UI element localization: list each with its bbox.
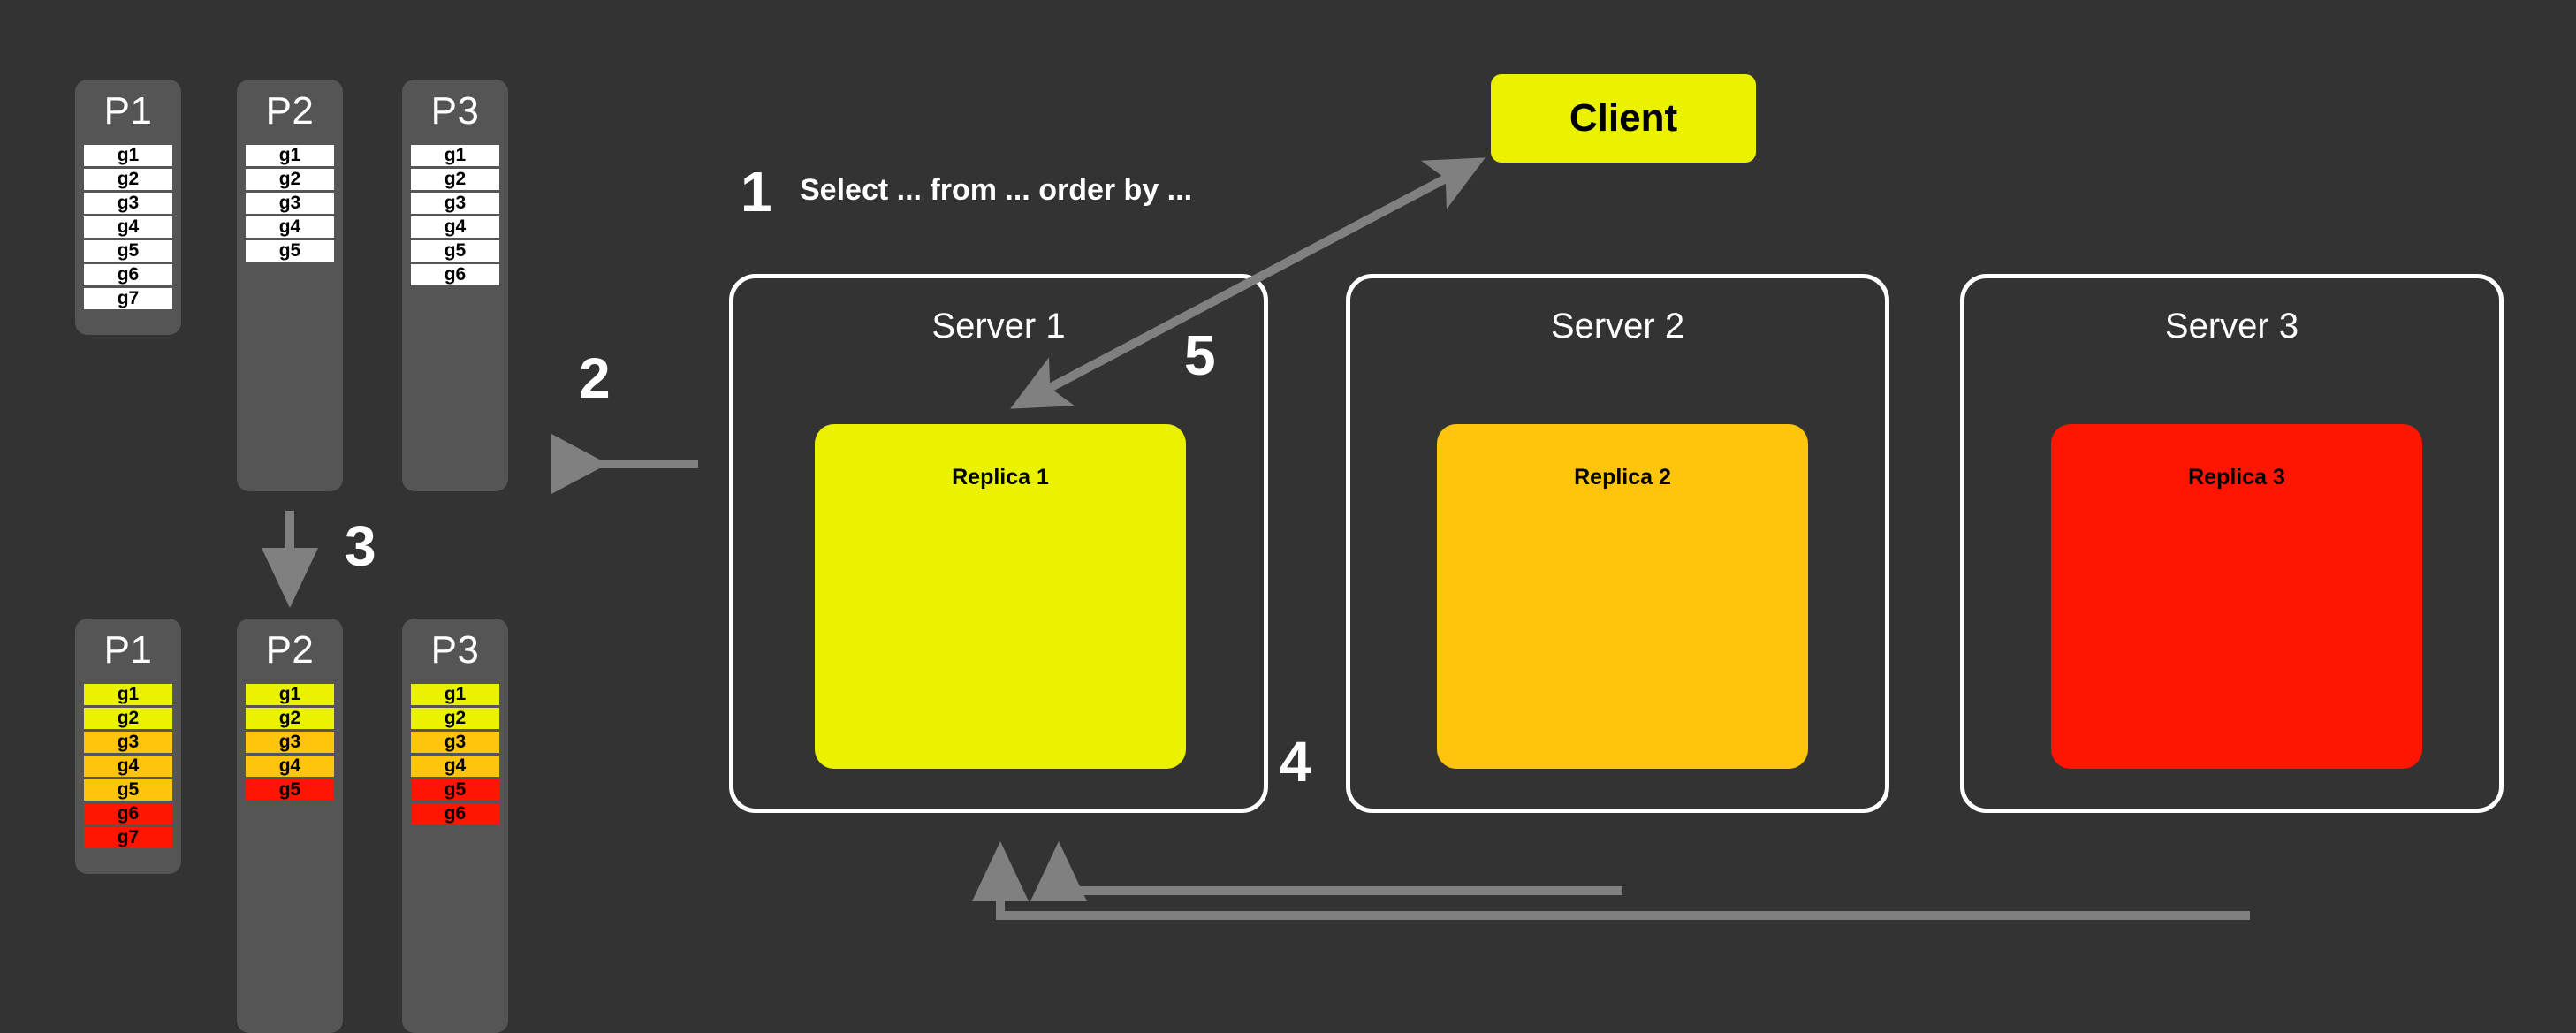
partition-title: P1	[103, 628, 153, 672]
group-cell: g3	[411, 193, 499, 214]
step-number-1: 1	[741, 160, 772, 224]
group-cell: g3	[246, 193, 334, 214]
replica-2-box[interactable]: Replica 2	[1437, 424, 1808, 769]
group-cell: g5	[84, 779, 172, 801]
group-cell: g1	[411, 145, 499, 166]
step-number-4: 4	[1280, 730, 1311, 794]
step-number-3: 3	[345, 514, 376, 578]
group-cell: g5	[84, 240, 172, 262]
group-cell: g6	[84, 264, 172, 285]
group-cell: g2	[246, 708, 334, 729]
server-title: Server 2	[1550, 307, 1685, 346]
group-cell: g6	[411, 803, 499, 824]
group-cell: g4	[246, 216, 334, 238]
query-caption: Select ... from ... order by ...	[800, 173, 1193, 207]
step-number-2: 2	[579, 346, 611, 410]
partition-title: P1	[103, 89, 153, 133]
server-3-box[interactable]: Server 3 Replica 3	[1960, 274, 2504, 813]
group-cell: g2	[411, 169, 499, 190]
partition-column-p1-top: P1 g1 g2 g3 g4 g5 g6 g7	[75, 80, 181, 335]
partition-column-p1-bottom: P1 g1 g2 g3 g4 g5 g6 g7	[75, 619, 181, 874]
arrow-step-4-server2	[1030, 841, 1622, 902]
server-2-box[interactable]: Server 2 Replica 2	[1346, 274, 1889, 813]
group-cell: g1	[246, 145, 334, 166]
partition-cells: g1 g2 g3 g4 g5 g6	[402, 684, 508, 850]
client-label: Client	[1569, 96, 1678, 140]
replica-label: Replica 1	[952, 465, 1049, 490]
partition-cells: g1 g2 g3 g4 g5 g6 g7	[75, 684, 181, 874]
group-cell: g7	[84, 288, 172, 309]
replica-3-box[interactable]: Replica 3	[2051, 424, 2422, 769]
group-cell: g5	[246, 240, 334, 262]
group-cell: g7	[84, 827, 172, 848]
partition-title: P3	[430, 89, 480, 133]
client-node[interactable]: Client	[1491, 74, 1756, 163]
partition-column-p3-bottom: P3 g1 g2 g3 g4 g5 g6	[402, 619, 508, 1033]
partition-column-p2-bottom: P2 g1 g2 g3 g4 g5	[237, 619, 343, 1033]
group-cell: g4	[84, 216, 172, 238]
group-cell: g4	[246, 756, 334, 777]
partition-title: P3	[430, 628, 480, 672]
group-cell: g1	[246, 684, 334, 705]
group-cell: g5	[246, 779, 334, 801]
group-cell: g6	[84, 803, 172, 824]
group-cell: g1	[84, 684, 172, 705]
group-cell: g3	[84, 193, 172, 214]
partition-title: P2	[265, 89, 315, 133]
partition-cells: g1 g2 g3 g4 g5	[237, 684, 343, 826]
partition-cells: g1 g2 g3 g4 g5 g6 g7	[75, 145, 181, 335]
partition-column-p2-top: P2 g1 g2 g3 g4 g5	[237, 80, 343, 491]
group-cell: g4	[411, 756, 499, 777]
group-cell: g1	[411, 684, 499, 705]
group-cell: g4	[84, 756, 172, 777]
partition-title: P2	[265, 628, 315, 672]
group-cell: g2	[411, 708, 499, 729]
arrow-step-4-server3	[972, 841, 2250, 920]
partition-cells: g1 g2 g3 g4 g5	[237, 145, 343, 287]
replica-1-box[interactable]: Replica 1	[815, 424, 1186, 769]
server-1-box[interactable]: Server 1 Replica 1	[729, 274, 1268, 813]
group-cell: g2	[84, 708, 172, 729]
replica-label: Replica 3	[2188, 465, 2285, 490]
group-cell: g3	[84, 732, 172, 753]
group-cell: g3	[246, 732, 334, 753]
partition-cells: g1 g2 g3 g4 g5 g6	[402, 145, 508, 311]
group-cell: g4	[411, 216, 499, 238]
group-cell: g5	[411, 240, 499, 262]
group-cell: g1	[84, 145, 172, 166]
group-cell: g2	[246, 169, 334, 190]
group-cell: g2	[84, 169, 172, 190]
step-number-5: 5	[1184, 323, 1216, 387]
server-title: Server 3	[2164, 307, 2299, 346]
replica-label: Replica 2	[1574, 465, 1671, 490]
partition-column-p3-top: P3 g1 g2 g3 g4 g5 g6	[402, 80, 508, 491]
group-cell: g5	[411, 779, 499, 801]
group-cell: g3	[411, 732, 499, 753]
group-cell: g6	[411, 264, 499, 285]
